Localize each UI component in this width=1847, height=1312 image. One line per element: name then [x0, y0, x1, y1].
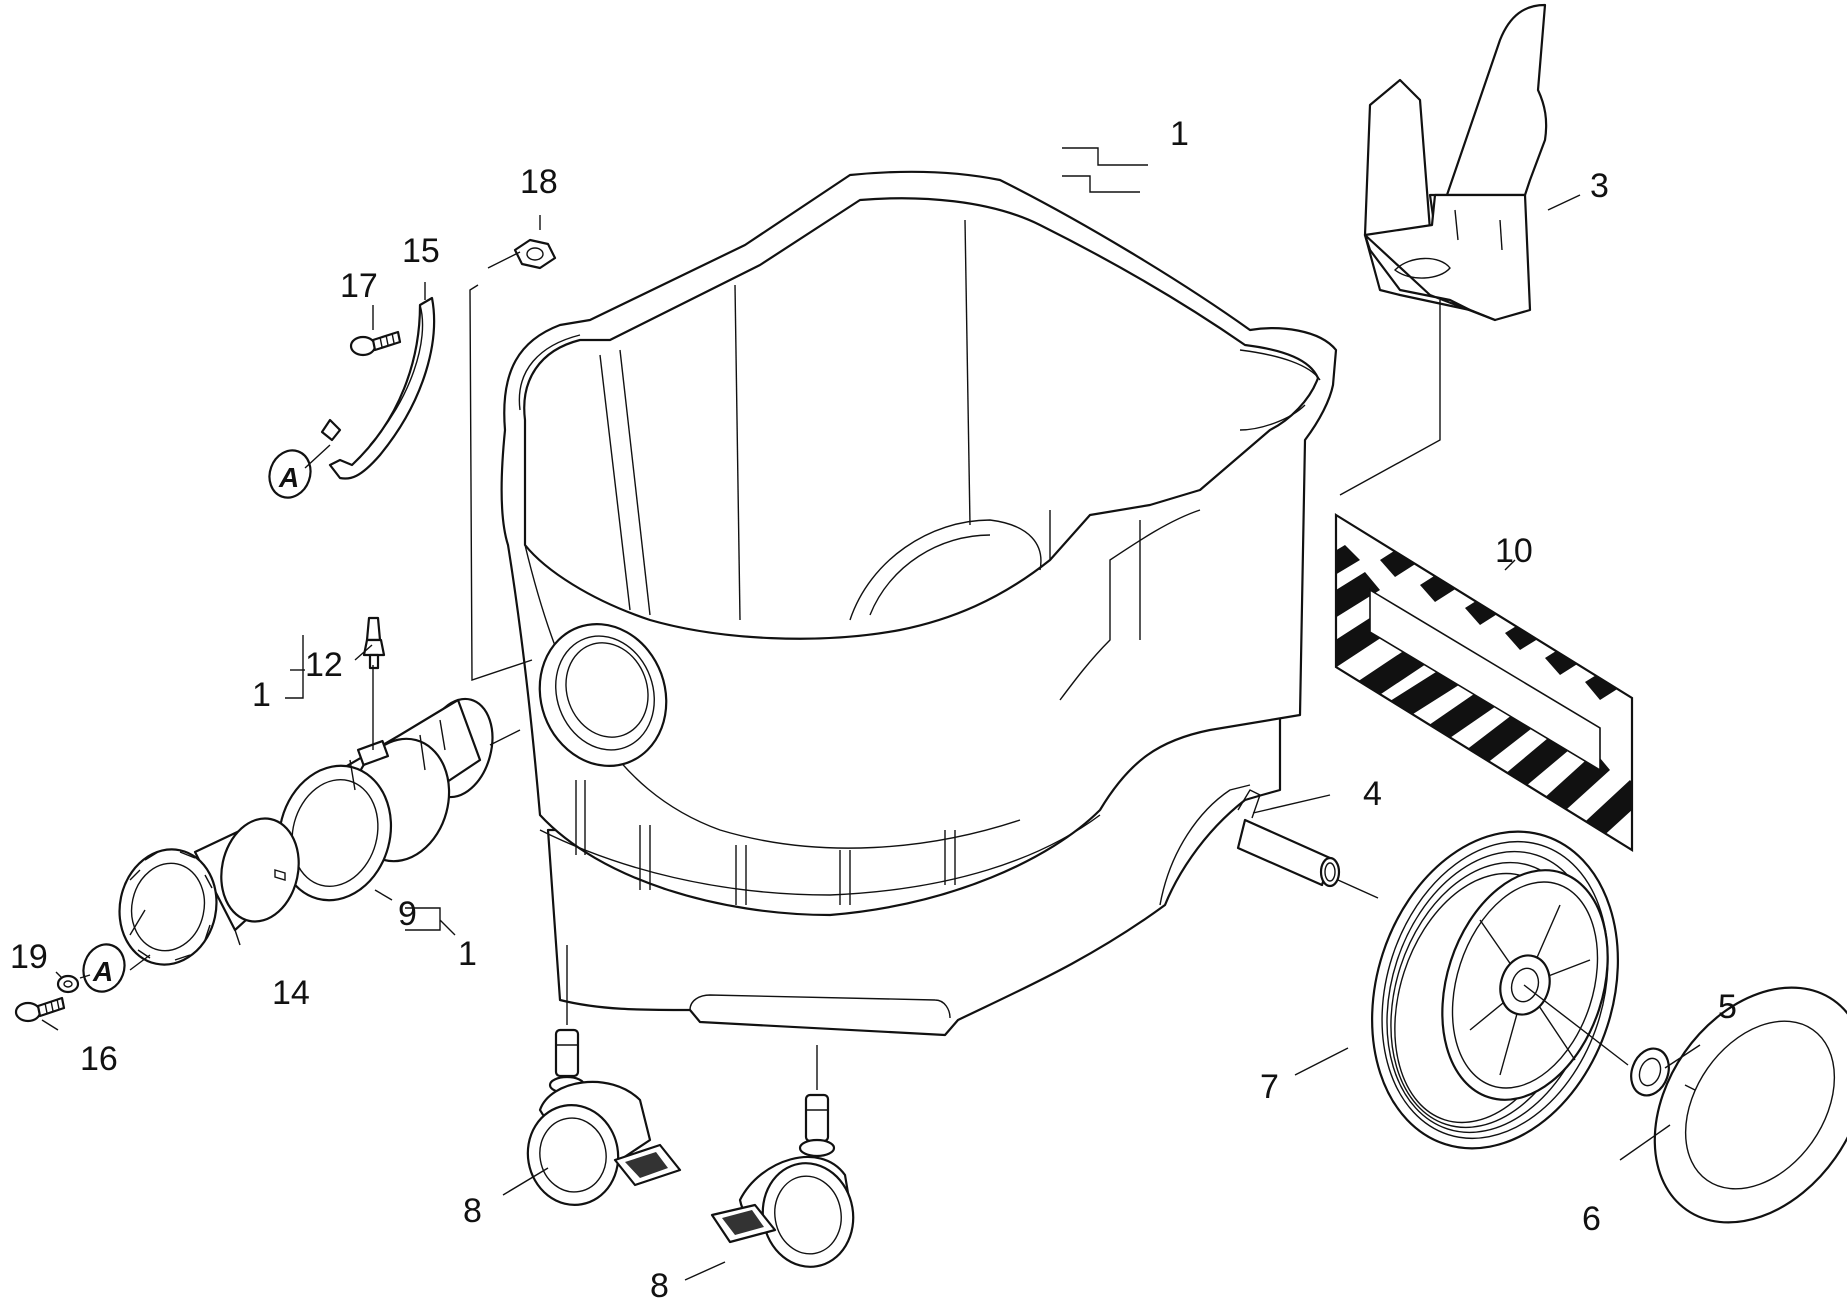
screw-16: [14, 996, 66, 1023]
svg-text:A: A: [278, 462, 299, 493]
leader-lines: [41, 147, 1701, 1281]
callout-8-left: 8: [463, 1192, 482, 1230]
inlet-connector: [277, 697, 494, 902]
callout-18: 18: [520, 163, 558, 201]
callout-14: 14: [272, 974, 310, 1012]
valve-pin: [362, 616, 386, 670]
callout-6: 6: [1582, 1200, 1601, 1238]
rear-wheel: [1371, 830, 1619, 1150]
hub-cap: [1653, 986, 1847, 1224]
callout-9: 9: [398, 895, 417, 933]
callout-7: 7: [1260, 1068, 1279, 1106]
callout-8-right: 8: [650, 1267, 669, 1305]
nut-18: [513, 238, 557, 270]
callout-19: 19: [10, 938, 48, 976]
nut-ring: [118, 817, 300, 966]
callout-5: 5: [1718, 988, 1737, 1026]
callout-17: 17: [340, 267, 378, 305]
castor-wheel-left: [526, 1028, 682, 1206]
callout-10: 10: [1495, 532, 1533, 570]
callout-labels: 1 1 1 3 4 5 6 7 8 8 9 10 12 14 15 16 17 …: [10, 115, 1737, 1305]
callout-1-top: 1: [1170, 115, 1189, 153]
screw-17: [349, 330, 402, 357]
tank-inlet-port: [538, 622, 668, 768]
reference-mark-a-upper: A: [268, 449, 312, 499]
callout-1-left: 1: [252, 676, 271, 714]
accessory-holder: [1363, 3, 1548, 322]
callout-3: 3: [1590, 167, 1609, 205]
callout-12: 12: [305, 646, 343, 684]
retaining-clip: [1630, 1047, 1670, 1097]
callout-1-bottom: 1: [458, 935, 477, 973]
callout-4: 4: [1363, 775, 1382, 813]
washer-19: [56, 974, 80, 994]
container-tank: [500, 170, 1338, 1037]
castor-wheel-right: [710, 1093, 855, 1268]
reference-mark-a-lower: A: [82, 943, 126, 993]
clamp-strap: [320, 296, 436, 480]
wheel-axle: [1236, 789, 1341, 888]
callout-15: 15: [402, 232, 440, 270]
callout-16: 16: [80, 1040, 118, 1078]
svg-text:A: A: [92, 956, 113, 987]
